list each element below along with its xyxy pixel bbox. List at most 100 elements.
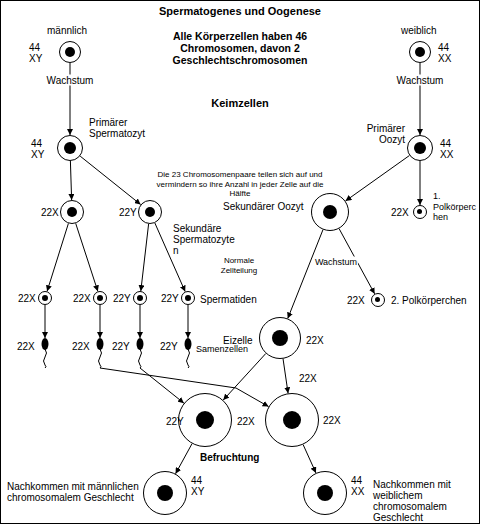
arrow-connector [288, 230, 323, 319]
edge-label: Wachstum [46, 75, 95, 86]
cell-label: weiblich [401, 25, 437, 36]
cell-nucleus [97, 295, 103, 301]
sperm-shape [95, 338, 105, 368]
cell-label: 22X [347, 295, 365, 306]
cell-label: 22X [299, 373, 317, 384]
annotation-text: Befruchtung [200, 452, 259, 464]
cell-label: 22Y [160, 341, 178, 352]
cell-label: 2. Polkörperchen [391, 295, 467, 306]
cell-label: 22X [73, 293, 91, 304]
cell-circle: weiblich44 XX [409, 41, 431, 63]
cell-label: 22X [72, 341, 90, 352]
cell-label: 22X [18, 293, 36, 304]
cell-label: 22Y [113, 293, 131, 304]
sperm-tail [99, 349, 102, 368]
cell-circle: 44 XYNachkommen mit männlichen chromosom… [143, 471, 187, 515]
cell-nucleus [157, 485, 173, 501]
cell-circle: 22X [93, 291, 107, 305]
cell-label: Samenzellen [196, 344, 248, 355]
sperm-cell: 22X [95, 338, 105, 368]
cell-label: 44 XY [191, 475, 207, 497]
cell-label: 44 XX [351, 475, 367, 497]
cell-label: 22X [323, 415, 341, 426]
arrow-connector [420, 161, 421, 205]
sperm-tail [44, 349, 47, 368]
annotation-text: Normale Zellteilung [214, 256, 264, 275]
sperm-head [42, 338, 49, 350]
cell-label: 22Y [119, 207, 137, 218]
edge-label: Wachstum [396, 75, 445, 86]
sperm-tail [187, 349, 190, 368]
cell-circle: Sekundärer Oozyt [311, 193, 349, 231]
sperm-head [97, 338, 104, 350]
cell-nucleus [317, 485, 333, 501]
annotation-text: Die 23 Chromosomenpaare teilen sich auf … [150, 170, 330, 199]
cell-nucleus [417, 209, 422, 214]
cell-circle: 44 XYPrimärer Spermatozyt [57, 135, 83, 161]
cell-circle: 22X2. Polkörperchen [371, 293, 385, 307]
sperm-shape [40, 338, 50, 368]
cell-circle: 22X [38, 291, 52, 305]
arrow-connector [188, 305, 189, 338]
cell-label: männlich [47, 25, 87, 36]
cell-label: 22X [41, 207, 59, 218]
cell-label: 22X [391, 207, 409, 218]
arrow-connector [223, 353, 266, 400]
cell-circle: 22Y22X [178, 393, 232, 447]
cell-nucleus [137, 295, 143, 301]
cell-label: Primärer Oozyt [349, 123, 405, 145]
arrow-connector [100, 305, 101, 338]
cell-circle: Eizelle22X [259, 317, 301, 359]
cell-nucleus [42, 295, 48, 301]
cell-label: 1. Polkörperchen [433, 191, 479, 223]
annotation-text: Alle Körperzellen haben 46 Chromosomen, … [170, 30, 310, 66]
diagram-title: Spermatogenes und Oogenese [0, 5, 480, 18]
arrow-connector [70, 161, 71, 200]
arrow-connector [303, 445, 316, 473]
cell-circle: männlich44 XY [59, 41, 81, 63]
cell-label: 22Y [166, 416, 184, 427]
cell-label: Sekundärer Oozyt [223, 201, 304, 212]
cell-nucleus [64, 142, 76, 154]
cell-label: 44 XY [29, 42, 45, 64]
cell-nucleus [65, 47, 75, 57]
arrow-connector [45, 305, 46, 338]
cell-nucleus [375, 297, 380, 302]
cell-nucleus [272, 330, 288, 346]
cell-label: 22X [237, 416, 255, 427]
sperm-shape [135, 338, 145, 368]
sperm-tail [139, 349, 142, 368]
cell-circle: 22X1. Polkörperchen [413, 205, 427, 219]
cell-label: Nachkommen mit weiblichem chromosomalem … [373, 479, 479, 523]
sperm-head [137, 338, 144, 350]
cell-circle: 44 XXNachkommen mit weiblichem chromosom… [303, 471, 347, 515]
arrow-connector [140, 305, 141, 338]
cell-nucleus [323, 205, 337, 219]
cell-label: 44 XY [31, 138, 47, 160]
sperm-cell: 22Y [135, 338, 145, 368]
edge-label: Wachstum [314, 257, 358, 268]
sperm-cell: 22YSamenzellen [183, 338, 193, 368]
arrow-connector [76, 223, 98, 291]
sperm-shape [183, 338, 193, 368]
cell-nucleus [185, 295, 191, 301]
cell-label: Nachkommen mit männlichen chromosomalem … [7, 481, 139, 503]
cell-circle: Primärer Oozyt44 XX [407, 135, 433, 161]
cell-circle: 22YSekundäre Spermatozyten [138, 200, 162, 224]
arrow-connector [176, 444, 192, 474]
cell-circle: 22YSpermatiden [181, 291, 195, 305]
cell-nucleus [196, 411, 214, 429]
cell-label: 22X [17, 341, 35, 352]
cell-label: 22Y [112, 341, 130, 352]
arrow-connector [140, 368, 184, 403]
cell-nucleus [415, 47, 425, 57]
cell-circle: 22X [60, 200, 84, 224]
arrow-connector [345, 156, 409, 201]
annotation-text: Keimzellen [190, 97, 290, 110]
cell-label: 22Y [161, 293, 179, 304]
arrow-connector [47, 223, 68, 291]
sperm-cell: 22X [40, 338, 50, 368]
cell-nucleus [283, 411, 301, 429]
